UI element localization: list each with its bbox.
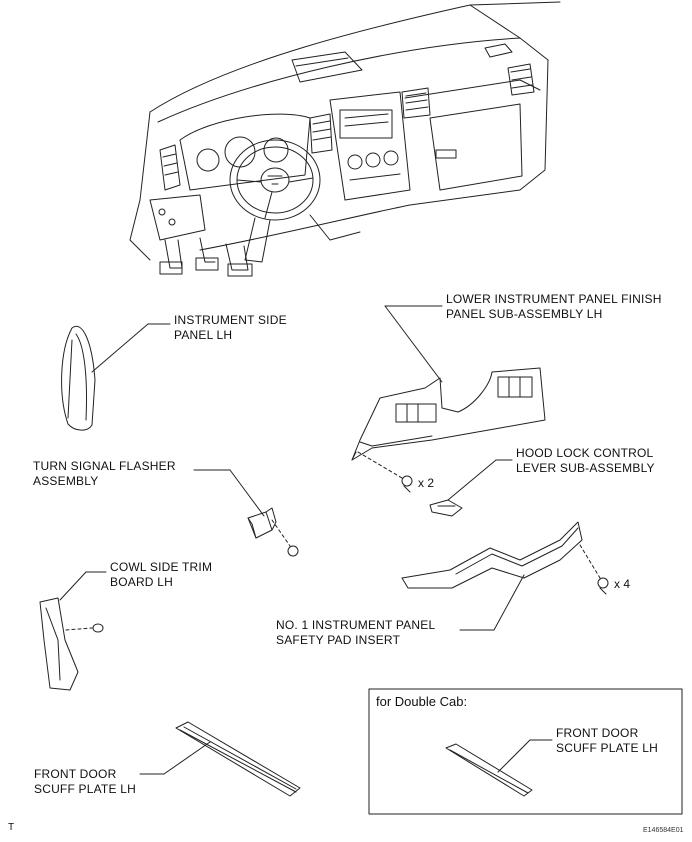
label-line: SAFETY PAD INSERT	[276, 633, 401, 647]
label-line: PANEL SUB-ASSEMBLY LH	[446, 307, 603, 321]
lower-instrument-panel-finish-panel-lh	[351, 367, 546, 461]
instrument-side-panel-lh	[61, 325, 96, 431]
cowl-side-trim-board-lh	[39, 597, 79, 691]
screw-finish-panel	[401, 475, 413, 493]
label-cowl-side-trim: COWL SIDE TRIM BOARD LH	[110, 560, 212, 590]
screw-dash-finish-panel	[357, 451, 403, 479]
screw-dash-flasher	[271, 519, 291, 547]
label-line: TURN SIGNAL FLASHER	[33, 459, 176, 473]
double-cab-title: for Double Cab:	[376, 694, 468, 709]
label-line: ASSEMBLY	[33, 474, 99, 488]
safety-pad-insert	[401, 521, 583, 589]
label-front-door-scuff: FRONT DOOR SCUFF PLATE LH	[34, 767, 136, 797]
label-line: FRONT DOOR	[34, 767, 117, 781]
label-instrument-side-panel: INSTRUMENT SIDE PANEL LH	[174, 313, 287, 343]
label-line: PANEL LH	[174, 328, 233, 342]
label-line: NO. 1 INSTRUMENT PANEL	[276, 618, 436, 632]
label-lower-finish-panel: LOWER INSTRUMENT PANEL FINISH PANEL SUB-…	[446, 292, 662, 322]
label-line: LEVER SUB-ASSEMBLY	[516, 461, 655, 475]
label-line: SCUFF PLATE LH	[34, 782, 136, 796]
leader-double-cab-scuff	[497, 739, 531, 773]
double-cab-box	[368, 688, 683, 815]
leader-lower-finish-panel	[384, 305, 443, 383]
label-line: LOWER INSTRUMENT PANEL FINISH	[446, 292, 662, 306]
leader-cowl-side	[59, 571, 87, 601]
label-line: FRONT DOOR	[556, 726, 639, 740]
leader-flasher	[229, 469, 265, 517]
label-line: HOOD LOCK CONTROL	[516, 446, 654, 460]
double-cab-scuff-plate-lh	[445, 743, 533, 797]
leader-hood-lock	[447, 459, 497, 501]
figure-code: E146584E01	[643, 827, 684, 834]
label-double-cab-scuff: FRONT DOOR SCUFF PLATE LH	[556, 726, 658, 756]
corner-mark: T	[8, 822, 15, 833]
label-line: SCUFF PLATE LH	[556, 741, 658, 755]
label-line: BOARD LH	[110, 575, 173, 589]
hood-lock-control-lever	[429, 499, 463, 517]
leader-instrument-side-panel	[91, 323, 149, 373]
qty-safety-pad-screws: x 4	[614, 577, 631, 591]
label-line: INSTRUMENT SIDE	[174, 313, 287, 327]
label-hood-lock-lever: HOOD LOCK CONTROL LEVER SUB-ASSEMBLY	[516, 446, 655, 476]
clip-flasher	[287, 545, 299, 557]
label-turn-signal-flasher: TURN SIGNAL FLASHER ASSEMBLY	[33, 459, 176, 489]
dashboard-illustration	[129, 1, 561, 277]
clip-dash-cowl	[65, 627, 93, 631]
turn-signal-flasher-assembly	[247, 507, 277, 539]
label-line: COWL SIDE TRIM	[110, 560, 213, 574]
screw-safety-pad	[597, 577, 609, 595]
label-safety-pad-insert: NO. 1 INSTRUMENT PANEL SAFETY PAD INSERT	[276, 618, 435, 648]
front-door-scuff-plate-lh	[175, 721, 301, 797]
leader-safety-pad	[493, 574, 525, 631]
screw-dash-safety-pad	[579, 544, 601, 579]
clip-cowl	[92, 623, 104, 633]
qty-finish-panel-screws: x 2	[418, 476, 435, 490]
leader-front-door-scuff	[163, 741, 211, 775]
